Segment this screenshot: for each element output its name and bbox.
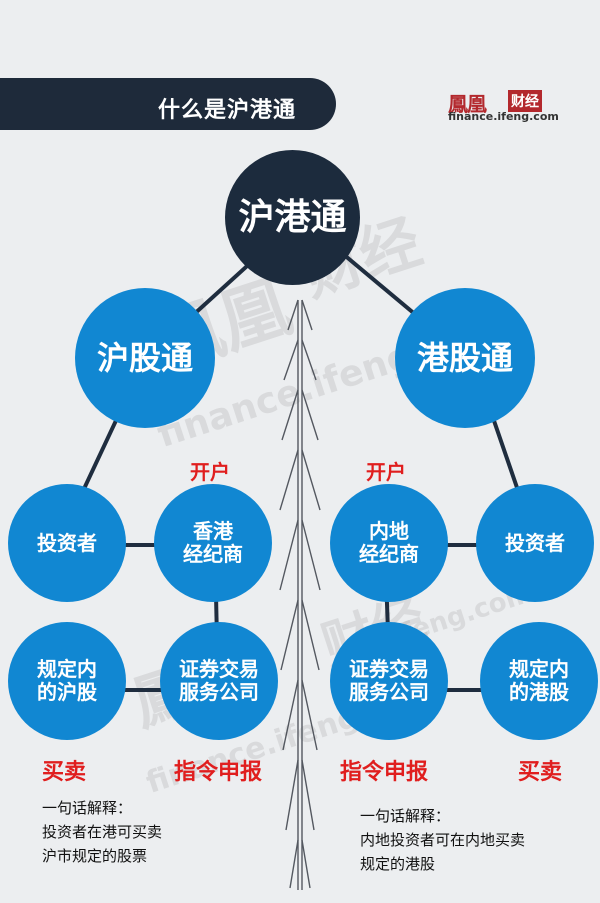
title-banner	[0, 78, 336, 130]
right-investor-label: 投资者	[505, 530, 565, 555]
right-investor-node: 投资者	[476, 484, 594, 602]
left-stocks-node: 规定内 的沪股	[8, 622, 126, 740]
page-title: 什么是沪港通	[158, 98, 297, 123]
right-exchange-node: 证券交易 服务公司	[330, 622, 448, 740]
right-stocks-node: 规定内 的港股	[480, 622, 598, 740]
left-investor-label: 投资者	[37, 530, 97, 555]
right-trade-label: 买卖	[518, 760, 563, 785]
right-branch-label: 港股通	[416, 338, 513, 377]
right-open-account-label: 开户	[366, 460, 406, 484]
right-order-label: 指令申报	[340, 760, 429, 785]
left-investor-node: 投资者	[8, 484, 126, 602]
right-stocks-label: 规定内 的港股	[509, 657, 569, 704]
left-open-account-label: 开户	[190, 460, 230, 484]
right-branch-node: 港股通	[395, 288, 535, 428]
left-explanation-title: 一句话解释：	[42, 799, 133, 817]
right-broker-label: 内地 经纪商	[359, 519, 419, 566]
left-order-label: 指令申报	[174, 760, 263, 785]
left-explanation: 一句话解释： 投资者在港可买卖 沪市规定的股票	[42, 796, 162, 868]
left-explanation-body: 投资者在港可买卖 沪市规定的股票	[42, 823, 163, 865]
left-broker-node: 香港 经纪商	[154, 484, 272, 602]
left-broker-label: 香港 经纪商	[183, 519, 243, 566]
right-exchange-label: 证券交易 服务公司	[349, 657, 429, 704]
right-broker-node: 内地 经纪商	[330, 484, 448, 602]
left-trade-label: 买卖	[42, 760, 87, 785]
center-label: 沪港通	[238, 196, 347, 238]
left-exchange-label: 证券交易 服务公司	[179, 657, 259, 704]
logo-chinese: 鳳凰	[448, 92, 487, 116]
left-branch-node: 沪股通	[75, 288, 215, 428]
logo-url: finance.ifeng.com	[448, 110, 559, 123]
logo-tag: 财经	[508, 90, 542, 112]
right-explanation-title: 一句话解释：	[360, 807, 451, 825]
center-node: 沪港通	[225, 150, 360, 285]
right-explanation-body: 内地投资者可在内地买卖 规定的港股	[360, 831, 526, 873]
left-stocks-label: 规定内 的沪股	[37, 657, 97, 704]
ifeng-logo: 鳳凰 财经 finance.ifeng.com	[448, 88, 559, 126]
left-exchange-node: 证券交易 服务公司	[160, 622, 278, 740]
right-explanation: 一句话解释： 内地投资者可在内地买卖 规定的港股	[360, 804, 525, 876]
left-branch-label: 沪股通	[96, 338, 193, 377]
